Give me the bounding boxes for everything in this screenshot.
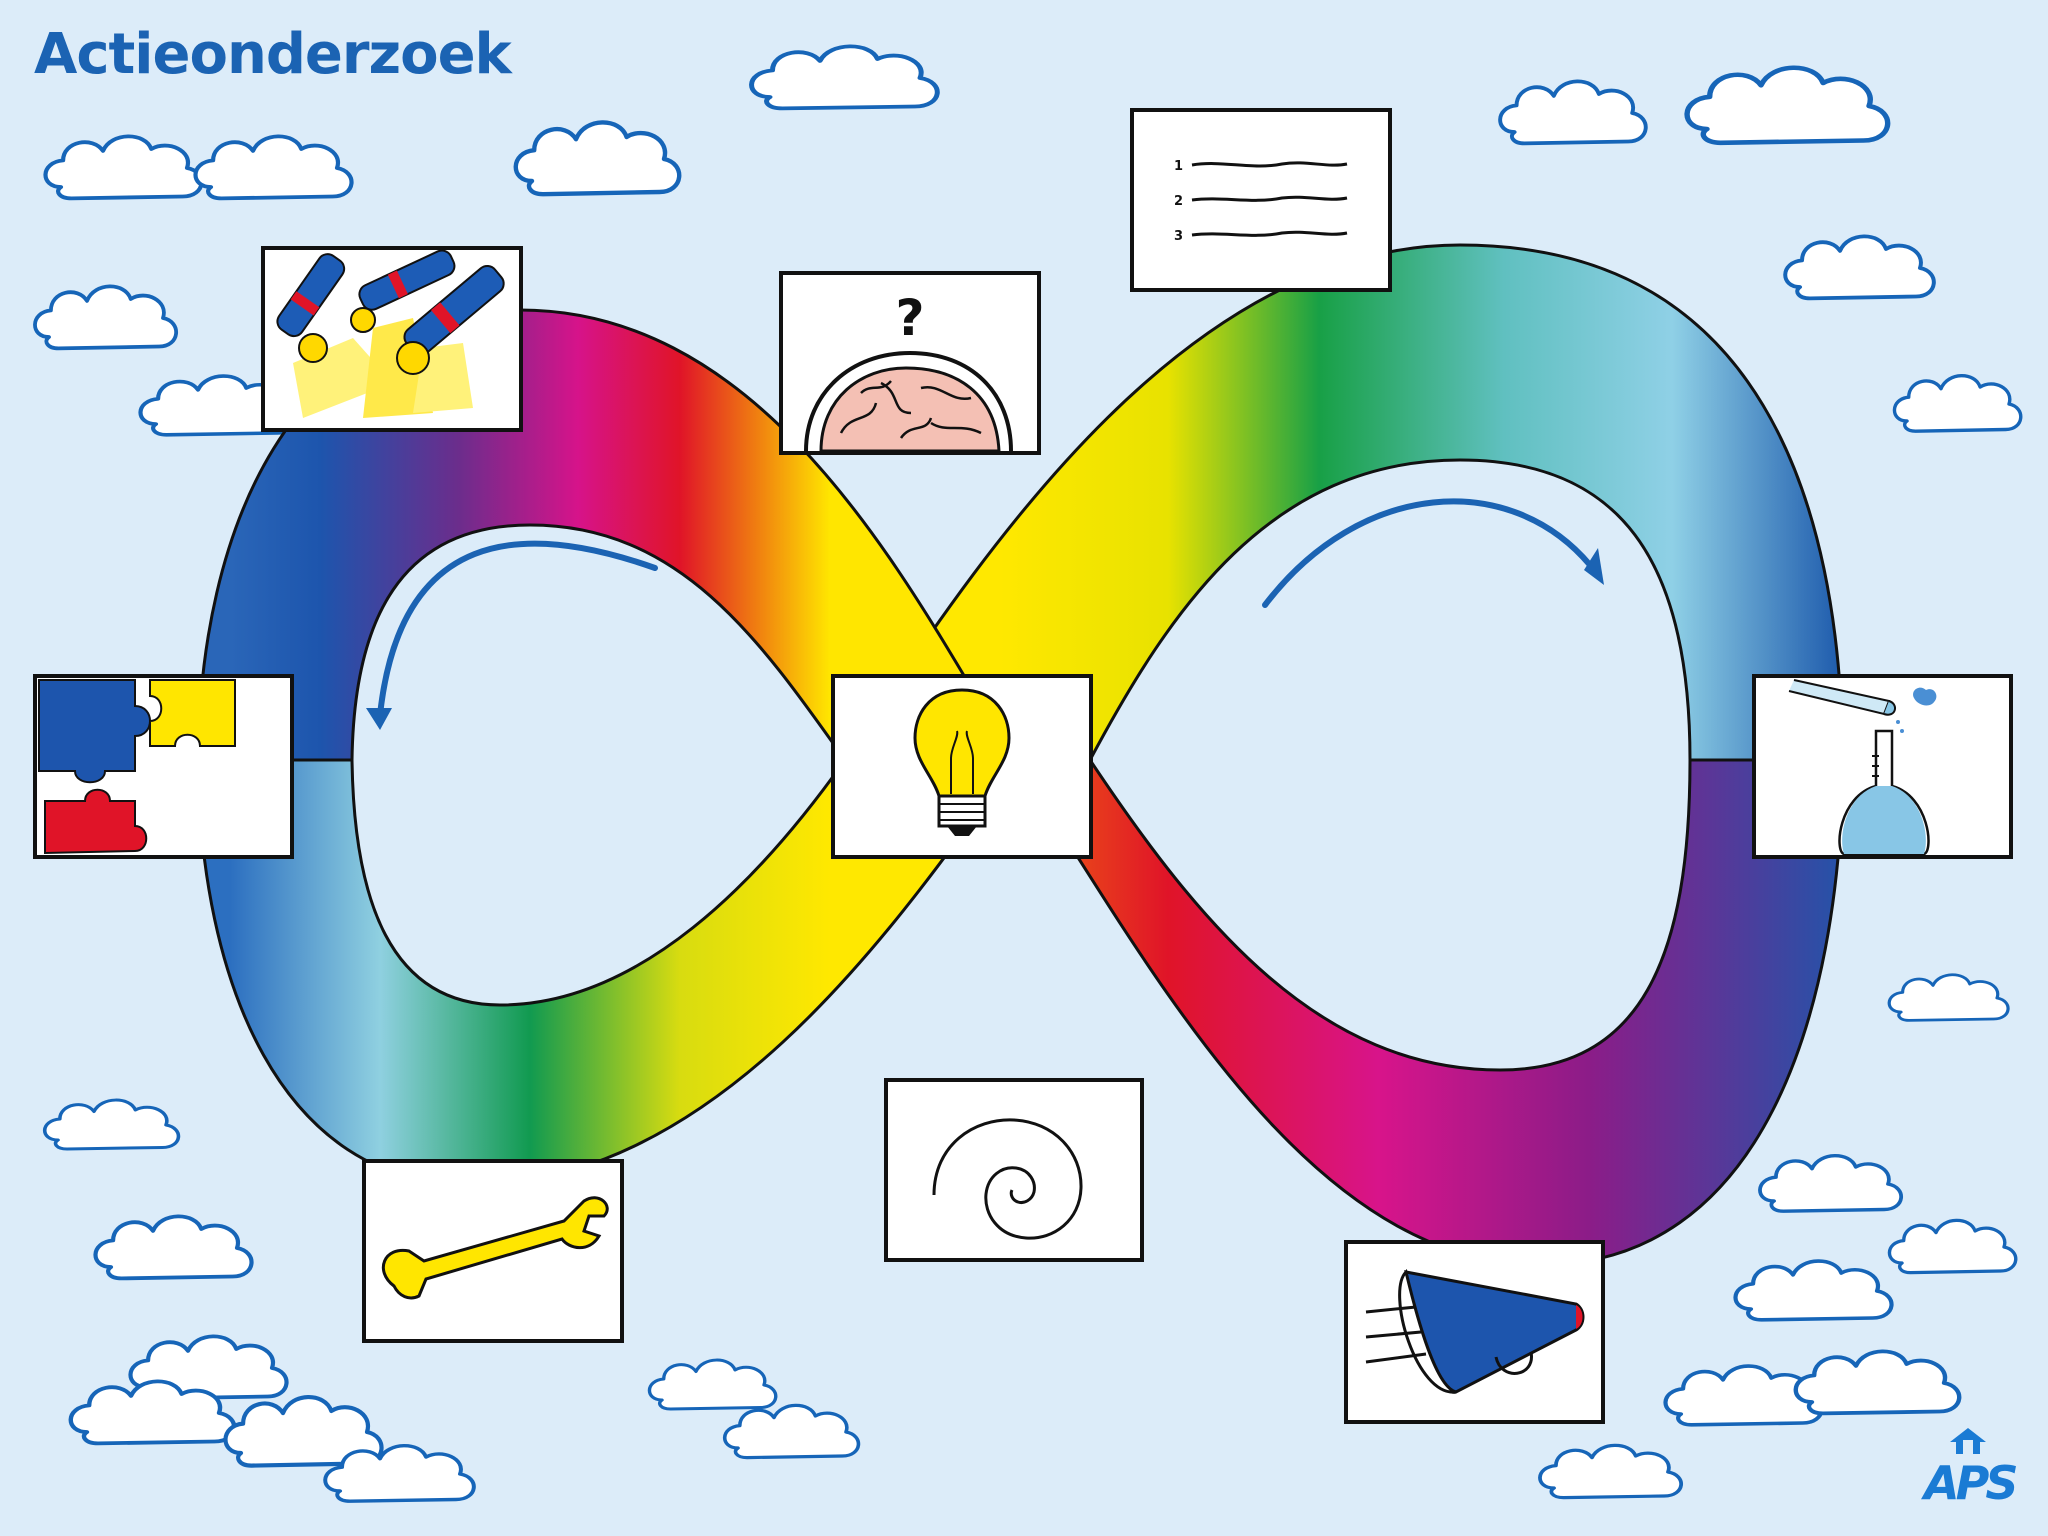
arrowhead-icon (1584, 548, 1604, 585)
cloud (33, 284, 179, 351)
cloud (516, 122, 679, 194)
step-card-spiral (884, 1078, 1144, 1262)
flow-arrow-left (366, 540, 658, 730)
cloud (1498, 79, 1648, 146)
spiral-icon (932, 1118, 1083, 1240)
flow-arrow-right (1262, 498, 1604, 608)
cloud (1887, 973, 2010, 1023)
cloud (1892, 374, 2023, 433)
wrench-icon (381, 1196, 609, 1300)
step-card-list: 1 2 3 (1130, 108, 1392, 292)
cloud (722, 1403, 861, 1460)
cloud (42, 1098, 181, 1151)
band-left-lower (196, 758, 1018, 1187)
lightbulb-icon (913, 688, 1011, 836)
logo-text: APS (1924, 1456, 2018, 1510)
megaphone-icon (1365, 1269, 1585, 1394)
list-number: 2 (1174, 194, 1183, 209)
cloud (752, 46, 938, 108)
flashlights-icon (276, 249, 505, 418)
question-mark: ? (895, 289, 924, 347)
test-tube-flask-icon (1788, 679, 1937, 856)
aps-logo: APS (1924, 1422, 2018, 1510)
cloud (647, 1358, 778, 1411)
cloud (1736, 1261, 1892, 1320)
step-card-lightbulb (831, 674, 1093, 859)
page-title: Actieonderzoek (34, 22, 512, 87)
puzzle-pieces-icon (38, 679, 236, 855)
cloud (1687, 68, 1888, 143)
step-card-flashlights (261, 246, 523, 432)
cloud (1796, 1351, 1959, 1413)
cloud (96, 1216, 252, 1278)
cloud (323, 1443, 476, 1504)
house-icon (1950, 1428, 1986, 1454)
arrowhead-icon (366, 708, 392, 730)
cloud (1538, 1443, 1684, 1500)
step-card-puzzle (33, 674, 294, 859)
cloud (1887, 1218, 2018, 1275)
numbered-list-icon: 1 2 3 (1174, 159, 1348, 244)
list-number: 3 (1174, 229, 1183, 244)
step-card-megaphone (1344, 1240, 1605, 1424)
cloud (196, 136, 352, 198)
cloud (46, 136, 202, 198)
band-right-upper (842, 243, 1845, 762)
step-card-wrench (362, 1159, 624, 1343)
list-number: 1 (1174, 159, 1183, 174)
brain-question-icon (804, 350, 1013, 453)
step-card-experiment (1752, 674, 2013, 859)
step-card-brain: ? (779, 271, 1041, 455)
cloud (1783, 234, 1936, 301)
cloud (1758, 1153, 1904, 1214)
